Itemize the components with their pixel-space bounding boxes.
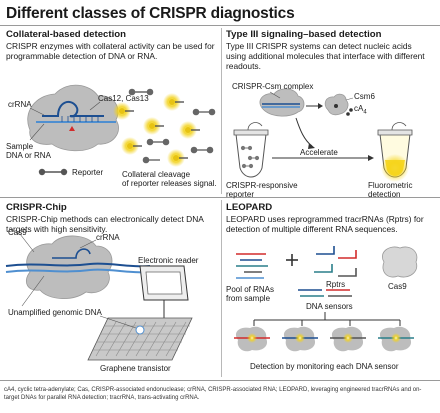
rna-pool-label-line1: Pool of RNAs: [226, 285, 275, 294]
detection-complexes: [234, 326, 414, 352]
cleaved-reporters: [113, 93, 200, 167]
vertical-divider-top: [221, 28, 222, 194]
cleavage-label-line1: Collateral cleavage: [122, 170, 191, 179]
electronic-reader-label: Electronic reader: [138, 256, 199, 265]
crrna-label: crRNA: [8, 100, 32, 109]
sample-label-line1: Sample: [6, 142, 34, 151]
csm6-label: Csm6: [354, 92, 375, 101]
middle-divider: [0, 197, 440, 198]
responsive-reporter-label-line1: CRISPR-responsive: [226, 181, 298, 190]
responsive-reporter-label-line2: reporter: [226, 190, 255, 199]
cleavage-site-marker: [69, 126, 75, 131]
title-divider: [0, 25, 440, 26]
collateral-heading: Collateral-based detection: [6, 29, 126, 40]
graphene-transistor: [87, 317, 193, 361]
type3-heading: Type III signaling–based detection: [226, 29, 382, 40]
rptrs: [314, 246, 357, 277]
chip-heading: CRISPR-Chip: [6, 202, 67, 213]
graphene-transistor-label: Graphene transistor: [100, 364, 171, 373]
csm-complex-label: CRISPR-Csm complex: [232, 82, 314, 91]
sample-label-line2: DNA or RNA: [6, 151, 51, 160]
cas12-cas13-enzyme: [27, 84, 119, 152]
footer-divider: [0, 380, 440, 381]
chip-crrna-label: crRNA: [96, 233, 120, 242]
reporter-tube: [235, 133, 267, 178]
rna-pool: [236, 253, 268, 279]
cas9-enzyme: [26, 235, 113, 299]
rptrs-label: Rptrs: [326, 280, 346, 289]
leopard-cas9: [382, 246, 418, 278]
genomic-dna-label: Unamplified genomic DNA: [8, 308, 102, 317]
enzymes-label: Cas12, Cas13: [98, 94, 149, 103]
collateral-description: CRISPR enzymes with collateral activity …: [6, 41, 215, 61]
electronic-reader: [139, 265, 189, 318]
figure-title: Different classes of CRISPR diagnostics: [6, 5, 295, 22]
dna-sensors: [298, 289, 352, 297]
crrna-strand: [42, 100, 104, 118]
dna-sensors-label: DNA sensors: [306, 302, 353, 311]
footnote: cA4, cyclic tetra-adenylate; Cas, CRISPR…: [4, 387, 422, 401]
ca4-molecule: [346, 112, 350, 116]
csm-complex: [259, 88, 305, 117]
detection-monitor-label: Detection by monitoring each DNA sensor: [250, 362, 399, 371]
ca4-label: cA4: [354, 104, 367, 116]
leopard-cas9-label: Cas9: [388, 282, 407, 291]
accelerate-label: Accelerate: [300, 148, 338, 157]
fluorometric-label-line2: detection: [368, 190, 401, 199]
cleavage-label-line2: of reporter releases signal.: [122, 179, 217, 188]
leopard-description: LEOPARD uses reprogrammed tracrRNAs (Rpt…: [226, 214, 424, 234]
vertical-divider-bottom: [221, 200, 222, 377]
reporter-label: Reporter: [72, 168, 104, 177]
leopard-heading: LEOPARD: [226, 202, 273, 213]
genomic-dna: [5, 262, 151, 268]
type3-description: Type III CRISPR systems can detect nucle…: [226, 41, 425, 71]
fluorometric-label-line1: Fluorometric: [368, 181, 413, 190]
chip-description: CRISPR-Chip methods can electronically d…: [6, 214, 204, 234]
rna-pool-label-line2: from sample: [226, 294, 271, 303]
cas9-label: Cas9: [8, 228, 27, 237]
